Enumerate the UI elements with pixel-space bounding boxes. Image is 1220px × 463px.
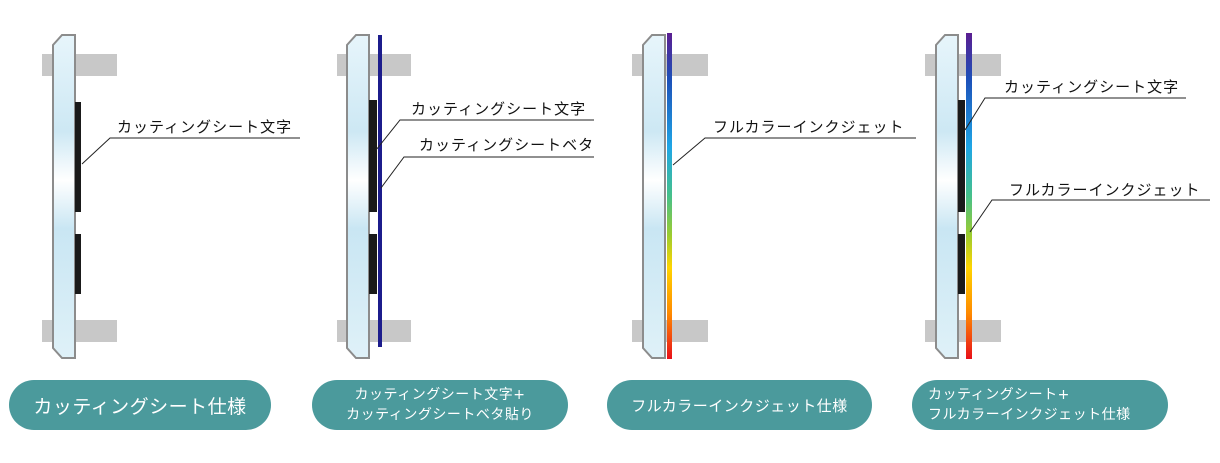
caption-cutting-sheet-plus-inkjet: カッティングシート+ フルカラーインクジェット仕様 xyxy=(912,380,1168,430)
callout-leader xyxy=(81,137,300,165)
callout-label: カッティングシート文字 xyxy=(117,118,292,136)
cutting-sheet-icon xyxy=(75,234,81,294)
panel-cutting-sheet-text-plus-solid: カッティングシート文字 カッティングシートベタ xyxy=(337,34,594,359)
panel-full-color-inkjet: フルカラーインクジェット xyxy=(632,33,916,359)
caption-full-color-inkjet: フルカラーインクジェット仕様 xyxy=(607,380,872,430)
cutting-sheet-icon xyxy=(369,100,377,212)
inkjet-sheet-icon xyxy=(966,33,972,359)
cutting-sheet-icon xyxy=(369,234,377,294)
caption-line: カッティングシートベタ貼り xyxy=(346,407,534,423)
caption-line: カッティングシート文字+ xyxy=(354,387,526,403)
glass-panel-icon xyxy=(346,34,370,359)
panel-cutting-sheet-plus-inkjet: カッティングシート文字 フルカラーインクジェット xyxy=(925,33,1210,359)
cutting-sheet-icon xyxy=(958,234,965,294)
callout-label: カッティングシートベタ xyxy=(419,136,594,154)
glass-panel-icon xyxy=(935,34,959,359)
solid-sheet-icon xyxy=(378,35,382,347)
caption-cutting-sheet: カッティングシート仕様 xyxy=(9,380,271,430)
callout-label: カッティングシート文字 xyxy=(411,100,586,118)
caption-line: カッティングシート仕様 xyxy=(33,395,247,418)
callout-label: カッティングシート文字 xyxy=(1004,78,1179,96)
caption-line: フルカラーインクジェット仕様 xyxy=(928,407,1131,423)
callout-leader xyxy=(672,137,916,166)
callout-leader xyxy=(380,156,594,189)
glass-panel-icon xyxy=(52,34,76,359)
cutting-sheet-icon xyxy=(958,100,965,212)
panel-cutting-sheet: カッティングシート文字 xyxy=(42,34,300,359)
callout-leader xyxy=(964,97,1186,131)
callout-label: フルカラーインクジェット xyxy=(713,118,905,136)
caption-line: カッティングシート+ xyxy=(928,387,1070,403)
cutting-sheet-icon xyxy=(75,102,81,212)
callout-leader xyxy=(969,199,1210,233)
callout-leader xyxy=(375,119,594,151)
glass-panel-icon xyxy=(642,34,666,359)
callout-label: フルカラーインクジェット xyxy=(1009,181,1201,199)
caption-line: フルカラーインクジェット仕様 xyxy=(631,396,848,415)
caption-cutting-sheet-text-plus-solid: カッティングシート文字+ カッティングシートベタ貼り xyxy=(312,380,568,430)
inkjet-sheet-icon xyxy=(667,33,672,359)
